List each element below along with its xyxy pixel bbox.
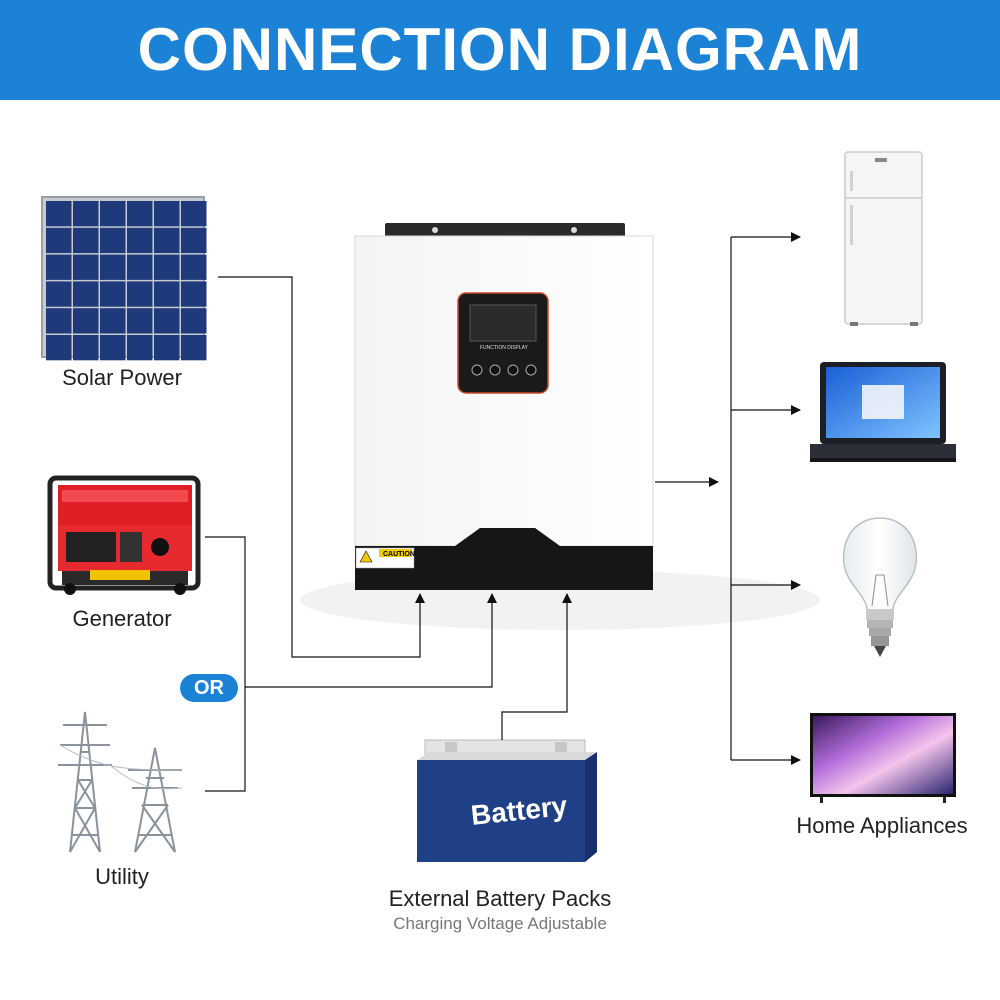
solar-cell	[100, 254, 126, 280]
solar-cell	[100, 227, 126, 254]
battery-sublabel: Charging Voltage Adjustable	[393, 914, 607, 933]
inverter-unit: CAUTION FUNCTION DISPLAY	[300, 223, 820, 630]
solar-cell	[181, 335, 207, 361]
solar-connection-line	[218, 276, 425, 658]
or-badge: OR	[180, 674, 238, 702]
caution-label: CAUTION	[383, 551, 415, 558]
grid-connection-line	[245, 593, 497, 688]
inverter-button	[489, 364, 501, 376]
display-title: FUNCTION DISPLAY	[480, 345, 529, 351]
solar-cell	[154, 281, 180, 307]
solar-cell	[154, 335, 180, 361]
battery-connection-line	[501, 593, 572, 740]
solar-cell	[181, 201, 207, 227]
fridge-icon	[844, 151, 923, 326]
solar-cell	[100, 201, 126, 227]
solar-cell	[154, 201, 180, 227]
solar-cell	[46, 308, 72, 334]
solar-cell	[73, 227, 99, 254]
utility-tower-icon	[58, 711, 183, 853]
connection-lines	[205, 232, 801, 792]
tv-icon	[810, 713, 956, 803]
solar-cell	[73, 201, 99, 227]
solar-cell	[127, 335, 153, 361]
solar-cell	[127, 308, 153, 334]
solar-cell	[100, 281, 126, 307]
solar-panel-icon	[41, 196, 207, 361]
solar-cell	[73, 281, 99, 307]
utility-label: Utility	[95, 864, 149, 889]
solar-cell	[154, 308, 180, 334]
solar-cell	[46, 254, 72, 280]
battery-label: External Battery Packs	[388, 886, 612, 911]
page-title: CONNECTION DIAGRAM	[137, 16, 863, 83]
solar-cell	[181, 281, 207, 307]
solar-cell	[181, 308, 207, 334]
solar-cell	[46, 281, 72, 307]
grid-generator-bracket	[205, 536, 246, 792]
solar-cell	[73, 335, 99, 361]
inverter-button	[471, 364, 483, 376]
generator-label: Generator	[72, 606, 172, 631]
solar-cell	[154, 227, 180, 254]
solar-cell	[181, 227, 207, 254]
laptop-icon	[810, 362, 956, 462]
solar-cell	[46, 335, 72, 361]
solar-cell	[73, 308, 99, 334]
solar-cell	[127, 227, 153, 254]
solar-cell	[181, 254, 207, 280]
solar-cell	[73, 254, 99, 280]
solar-cell	[100, 335, 126, 361]
solar-cell	[127, 281, 153, 307]
battery-icon: Battery	[417, 739, 597, 862]
inverter-button	[507, 364, 519, 376]
solar-power-label: Solar Power	[62, 365, 182, 390]
light-bulb-icon	[842, 517, 918, 657]
generator-icon	[47, 475, 201, 595]
solar-cell	[154, 254, 180, 280]
inverter-button	[525, 364, 537, 376]
header-banner	[0, 0, 1000, 100]
home-appliances-label: Home Appliances	[796, 813, 968, 838]
solar-cell	[127, 201, 153, 227]
solar-cell	[46, 227, 72, 254]
solar-cell	[100, 308, 126, 334]
solar-cell	[46, 201, 72, 227]
solar-cell	[127, 254, 153, 280]
